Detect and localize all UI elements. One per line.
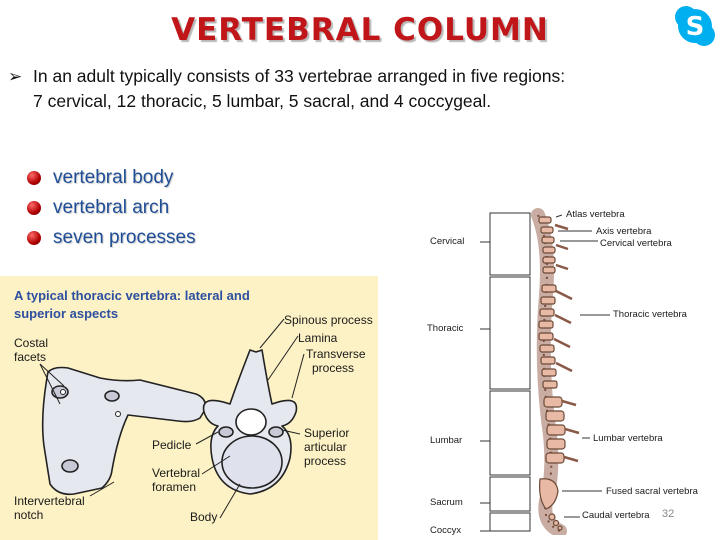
page-number: 32: [662, 508, 675, 520]
red-ball-icon: [27, 231, 41, 245]
thoracic-vertebra-figure: A typical thoracic vertebra: lateral and…: [0, 276, 378, 540]
list-item: vertebral arch: [27, 193, 196, 223]
right-leader-lines: [555, 214, 610, 518]
list-item-label: seven processes: [53, 227, 196, 248]
figure-title-line-1: A typical thoracic vertebra: lateral and: [14, 288, 250, 303]
vertebra-illustration: [39, 318, 305, 519]
label-vertebral-foramen: Vertebral foramen: [152, 466, 200, 494]
label-body: Body: [190, 510, 218, 524]
svg-text:S: S: [686, 12, 705, 42]
label-lamina: Lamina: [298, 331, 338, 345]
label-transverse-line-2: process: [312, 361, 355, 375]
label-atlas-vertebra: Atlas vertebra: [566, 209, 625, 220]
list-item-label: vertebral body: [53, 167, 174, 188]
label-thoracic-region: Thoracic: [427, 323, 464, 334]
label-costal-facets: Costal facets: [14, 336, 48, 364]
label-costal-line-2: facets: [14, 350, 47, 364]
label-axis-vertebra: Axis vertebra: [596, 226, 652, 237]
list-item: vertebral body: [27, 163, 196, 193]
label-intervertebral-notch: Intervertebral notch: [14, 494, 85, 522]
label-sacrum-region: Sacrum: [430, 497, 463, 508]
label-thoracic-vertebra: Thoracic vertebra: [613, 309, 687, 320]
intro-line-1: In an adult typically consists of 33 ver…: [33, 66, 566, 86]
region-brackets: [480, 212, 531, 532]
label-pedicle: Pedicle: [152, 438, 192, 452]
red-ball-icon: [27, 201, 41, 215]
label-superior-line-1: Superior: [304, 426, 350, 440]
label-intervertebral-line-2: notch: [14, 508, 44, 522]
arrow-bullet-icon: ➢: [8, 67, 23, 86]
component-list: vertebral body vertebral arch seven proc…: [27, 163, 196, 253]
lateral-vertebra-drawing: [41, 366, 207, 496]
label-superior-line-2: articular: [304, 440, 347, 454]
label-intervertebral-line-1: Intervertebral: [14, 494, 85, 508]
leader-lines: [39, 318, 305, 519]
spine-illustration: [480, 208, 610, 535]
slide-title: VERTEBRAL COLUMN: [171, 12, 549, 48]
label-costal-line-1: Costal: [14, 336, 49, 350]
superior-vertebra-drawing: [202, 349, 298, 495]
intro-paragraph: ➢ In an adult typically consists of 33 v…: [8, 64, 713, 114]
label-cervical-region: Cervical: [430, 236, 465, 247]
skype-icon[interactable]: S: [673, 4, 717, 48]
label-transverse-line-1: Transverse: [306, 347, 366, 361]
label-superior-articular-process: Superior articular process: [304, 426, 349, 468]
label-coccyx-region: Coccyx: [430, 525, 462, 536]
spine-drawing: [531, 208, 580, 535]
label-vf-line-2: foramen: [152, 480, 197, 494]
figure-title-line-2: superior aspects: [14, 306, 119, 321]
figure-title: A typical thoracic vertebra: lateral and…: [14, 287, 264, 323]
label-superior-line-3: process: [304, 454, 347, 468]
intro-line-2: 7 cervical, 12 thoracic, 5 lumbar, 5 sac…: [33, 91, 492, 111]
list-item: seven processes: [27, 223, 196, 253]
label-cervical-vertebra: Cervical vertebra: [600, 238, 672, 249]
list-item-label: vertebral arch: [53, 197, 170, 218]
red-ball-icon: [27, 171, 41, 185]
label-lumbar-region: Lumbar: [430, 435, 463, 446]
label-vf-line-1: Vertebral: [152, 466, 201, 480]
label-spinous-process: Spinous process: [284, 313, 373, 327]
label-fused-sacral-vertebra: Fused sacral vertebra: [606, 486, 698, 497]
label-caudal-vertebra: Caudal vertebra: [582, 510, 650, 521]
label-transverse-process: Transverse process: [306, 347, 366, 375]
label-lumbar-vertebra: Lumbar vertebra: [593, 433, 663, 444]
